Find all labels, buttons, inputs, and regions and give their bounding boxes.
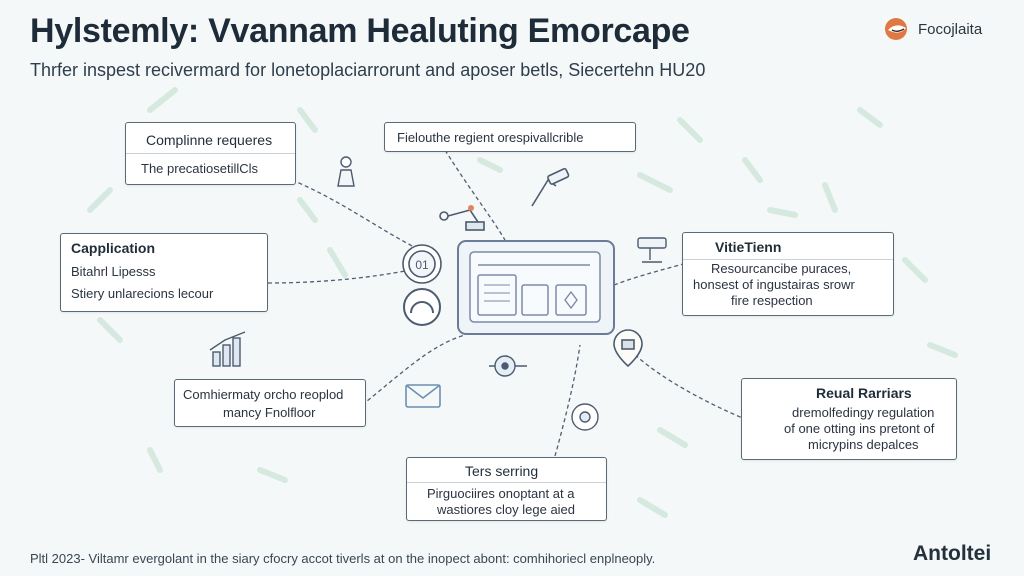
node-vitetenn: VitieTienn Resourcancibe puraces, honses… [682,232,894,316]
gear-number-label: 01 [415,258,429,272]
sensor-icon [489,355,527,377]
node-reual-line-1: dremolfedingy regulation [792,405,935,420]
node-capplication-line-1: Bitahrl Lipesss [71,264,156,279]
dashboard-window-icon [457,240,615,335]
node-compliance: Complinne requeres The precatiosetillCls [125,122,296,185]
connector-regient [444,149,506,241]
node-regient-title: Fielouthe regient orespivallcrible [397,130,584,145]
node-capplication-line-2: Stiery unlarecions lecour [71,286,214,301]
page-subtitle: Thrfer inspest recivermard for lonetopla… [30,60,706,80]
connector-ters [554,344,581,457]
bar-chart-icon [209,331,246,367]
node-comhiermaty-line-2: mancy Fnolfloor [223,405,316,420]
connector-compliance [291,179,421,251]
brand-logo: Focojlaita [882,16,982,42]
node-reual-line-3: micrypins depalces [808,437,919,452]
node-comhiermaty-line-1: Comhiermaty orcho reoplod [183,387,344,402]
connector-capplication [267,269,411,284]
node-ters-title: Ters serring [465,463,539,479]
node-reual-line-2: of one otting ins pretont of [784,421,935,436]
envelope-icon [405,384,441,408]
magnet-icon [403,288,441,326]
footer-note: Pltl 2023- Viltamr evergolant in the sia… [30,551,656,566]
logo-text: Focojlaita [918,20,983,38]
lamp-icon [337,156,355,187]
node-ters-line-1: Pirguociires onoptant at a [427,486,575,501]
node-capplication-title: Capplication [71,240,156,256]
node-ters: Ters serring Pirguociires onoptant at a … [406,457,607,521]
settings-gear-icon [571,403,599,431]
node-capplication: Capplication Bitahrl Lipesss Stiery unla… [60,233,268,312]
node-ters-line-2: wastiores cloy lege aied [437,502,576,517]
node-reual: Reual Rarriars dremolfedingy regulation … [741,378,957,460]
node-vitetenn-line-2: honsest of ingustairas srowr [693,277,855,292]
robot-arm-icon [439,205,485,231]
page-title: Hylstemly: Vvannam Healuting Emorcape [30,12,690,50]
fox-logo-icon [885,18,907,40]
node-compliance-line-1: The precatiosetillCls [141,161,259,176]
gear-icon [402,244,442,284]
node-vitetenn-line-3: fire respection [731,293,813,308]
footer-brand: Antoltei [913,542,992,565]
node-regient: Fielouthe regient orespivallcrible [384,122,636,152]
microscope-icon [531,168,570,207]
node-reual-title: Reual Rarriars [816,385,912,401]
node-vitetenn-line-1: Resourcancibe puraces, [711,261,852,276]
connector-comhiermaty [361,334,466,406]
connector-vitetenn [613,261,691,286]
lab-device-icon [637,237,667,263]
node-vitetenn-title: VitieTienn [715,239,782,255]
node-compliance-title: Complinne requeres [146,132,273,148]
shield-icon [613,329,643,368]
node-comhiermaty: Comhiermaty orcho reoplod mancy Fnolfloo… [174,379,366,427]
